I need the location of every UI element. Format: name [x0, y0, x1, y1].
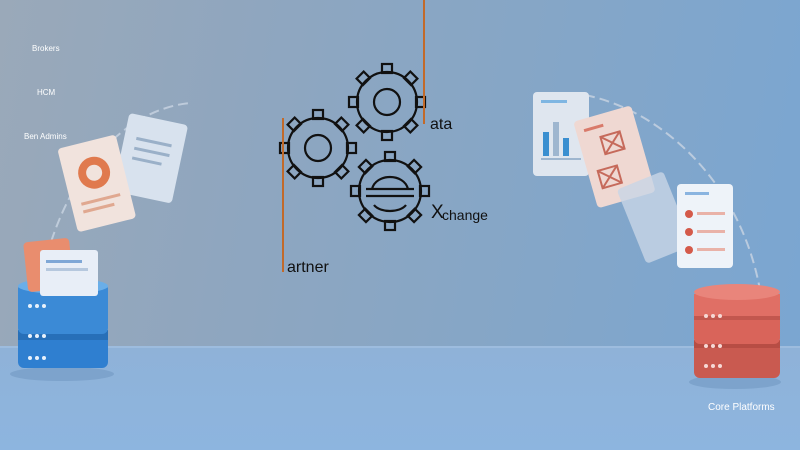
document-stack-left — [23, 113, 188, 296]
label-brokers: Brokers — [32, 44, 60, 53]
label-core-platforms: Core Platforms — [708, 402, 775, 413]
logo-partner-suffix: artner — [287, 259, 329, 276]
database-icon — [689, 284, 781, 389]
label-hcm: HCM — [37, 88, 56, 97]
gear-icon — [278, 62, 431, 232]
logo-data-suffix: ata — [430, 116, 453, 133]
floor — [0, 346, 800, 450]
label-ben-admins: Ben Admins — [24, 132, 67, 141]
document-stack-right — [533, 92, 733, 268]
logo-exchange-suffix: change — [442, 207, 488, 223]
logo-exchange-x: X — [431, 202, 444, 223]
